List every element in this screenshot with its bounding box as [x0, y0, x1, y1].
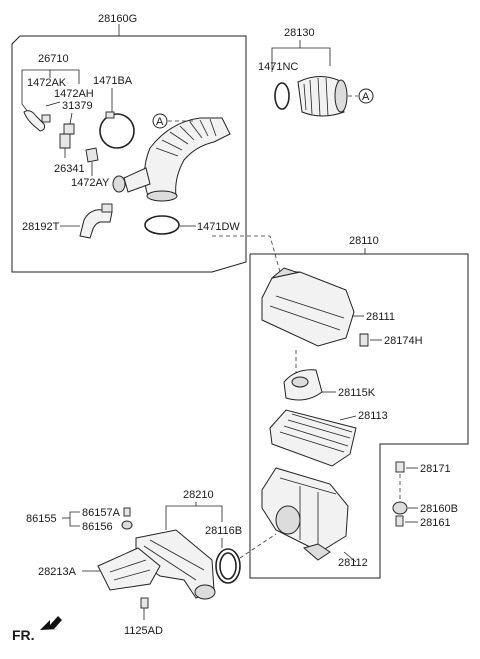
- leader-28113: [339, 415, 357, 421]
- bolt-28171: [395, 461, 405, 473]
- front-direction-indicator: FR.: [12, 616, 62, 643]
- box-28160g: [11, 35, 247, 273]
- ref-a-label-right: A: [362, 91, 370, 103]
- label-86156: 86156: [82, 521, 113, 533]
- label-fr: FR.: [12, 627, 35, 643]
- group-28110: 28110 28111 28174H 28115K 28113 28112: [249, 235, 469, 579]
- case-28112-foot: [302, 543, 331, 561]
- label-28192t: 28192T: [22, 221, 60, 233]
- seal-28116b: [215, 548, 241, 584]
- front-arrow-icon: [40, 616, 62, 630]
- hose-28130-ribs: [303, 77, 329, 117]
- hose-28192t: [79, 209, 113, 239]
- label-26341: 26341: [54, 163, 85, 175]
- resonator-28115k-port: [291, 376, 309, 388]
- clip-1472ah: [41, 114, 51, 123]
- filter-28113: [269, 409, 357, 467]
- clip-28174h: [359, 333, 369, 347]
- ref-a-circle-right: [358, 88, 374, 104]
- hose-28130-end: [334, 79, 348, 113]
- label-28174h: 28174H: [384, 335, 423, 347]
- bracket-28210: [165, 505, 223, 530]
- intake-hose-outlet: [146, 190, 178, 202]
- hose-1472ak: [23, 110, 45, 132]
- cover-28111-lines: [269, 295, 345, 331]
- ref-a-circle-left: [152, 113, 168, 129]
- bolt-1125ad: [140, 597, 149, 609]
- clip-86156: [121, 520, 133, 530]
- label-28130: 28130: [284, 27, 315, 39]
- label-28111: 28111: [366, 311, 395, 323]
- intake-hose-ribs: [155, 118, 217, 157]
- case-28112-outlet: [275, 505, 301, 535]
- clamp-1471nc: [274, 82, 290, 110]
- label-26710: 26710: [38, 53, 69, 65]
- port-fitting: [112, 175, 126, 193]
- grommet-28160b: [392, 501, 408, 515]
- screw-86157a: [123, 507, 131, 517]
- group-28210: 28210 28213A 86155 86157A 86156 28116B 1…: [26, 489, 277, 637]
- label-1471nc: 1471NC: [258, 61, 298, 73]
- label-28112: 28112: [338, 557, 368, 569]
- ref-a-label-left: A: [156, 116, 164, 128]
- box-28110: [249, 253, 469, 579]
- case-28112-ribs: [279, 477, 337, 546]
- label-28161: 28161: [420, 517, 451, 529]
- label-28210: 28210: [183, 489, 214, 501]
- collar-28161: [395, 515, 404, 527]
- case-28112: [261, 467, 349, 553]
- bracket-28213a: [97, 547, 161, 591]
- leader-28112: [343, 551, 357, 563]
- clamp-1471ba-screw: [105, 111, 115, 119]
- nipple-31379: [63, 123, 75, 135]
- label-31379: 31379: [62, 100, 93, 112]
- clamp-1471dw: [144, 215, 180, 235]
- leader-1472ah: [45, 101, 61, 107]
- label-28113: 28113: [358, 410, 388, 422]
- cover-28111: [261, 271, 355, 347]
- label-28116b: 28116B: [205, 525, 242, 537]
- label-1472ak: 1472AK: [27, 77, 67, 89]
- label-28110: 28110: [349, 235, 379, 247]
- group-28130: 28130 1471NC A: [258, 27, 374, 117]
- leader-31379: [69, 112, 73, 125]
- label-1471dw: 1471DW: [197, 221, 240, 233]
- group-28160g: 28160G 26710 1472AK 1472AH 31379 1471BA …: [11, 13, 247, 273]
- label-86157a: 86157A: [82, 507, 121, 519]
- dash-link-hose-to-cleaner: [212, 235, 281, 273]
- label-28160b: 28160B: [420, 503, 458, 515]
- dash-seal-to-case: [239, 533, 277, 559]
- label-1471ba: 1471BA: [93, 75, 133, 87]
- clamp-1471ba: [99, 113, 135, 149]
- label-86155: 86155: [26, 513, 57, 525]
- sensor-26341: [59, 133, 71, 149]
- intake-hose-main: [144, 117, 231, 197]
- label-28115k: 28115K: [338, 387, 376, 399]
- bracket-28130: [271, 47, 331, 72]
- bracket-26710: [21, 69, 80, 104]
- label-28213a: 28213A: [38, 566, 77, 578]
- bracket-86155: [69, 511, 80, 527]
- label-28160g: 28160G: [98, 13, 137, 25]
- intake-hose-port: [123, 167, 151, 193]
- duct-28210-inlet: [194, 584, 216, 600]
- label-1472ay: 1472AY: [71, 177, 110, 189]
- label-28171: 28171: [420, 463, 451, 475]
- clip-1472ay: [85, 147, 99, 163]
- bracket-28213a-lines: [109, 559, 151, 581]
- label-1472ah: 1472AH: [54, 88, 94, 100]
- hose-28192t-clip: [101, 203, 113, 213]
- cover-28111-snorkel: [271, 267, 301, 279]
- seal-28116b-inner: [219, 552, 237, 580]
- filter-28113-pleats: [279, 413, 353, 453]
- label-1125ad: 1125AD: [124, 625, 163, 637]
- hose-28130: [297, 76, 345, 117]
- duct-28210-lines: [143, 539, 205, 581]
